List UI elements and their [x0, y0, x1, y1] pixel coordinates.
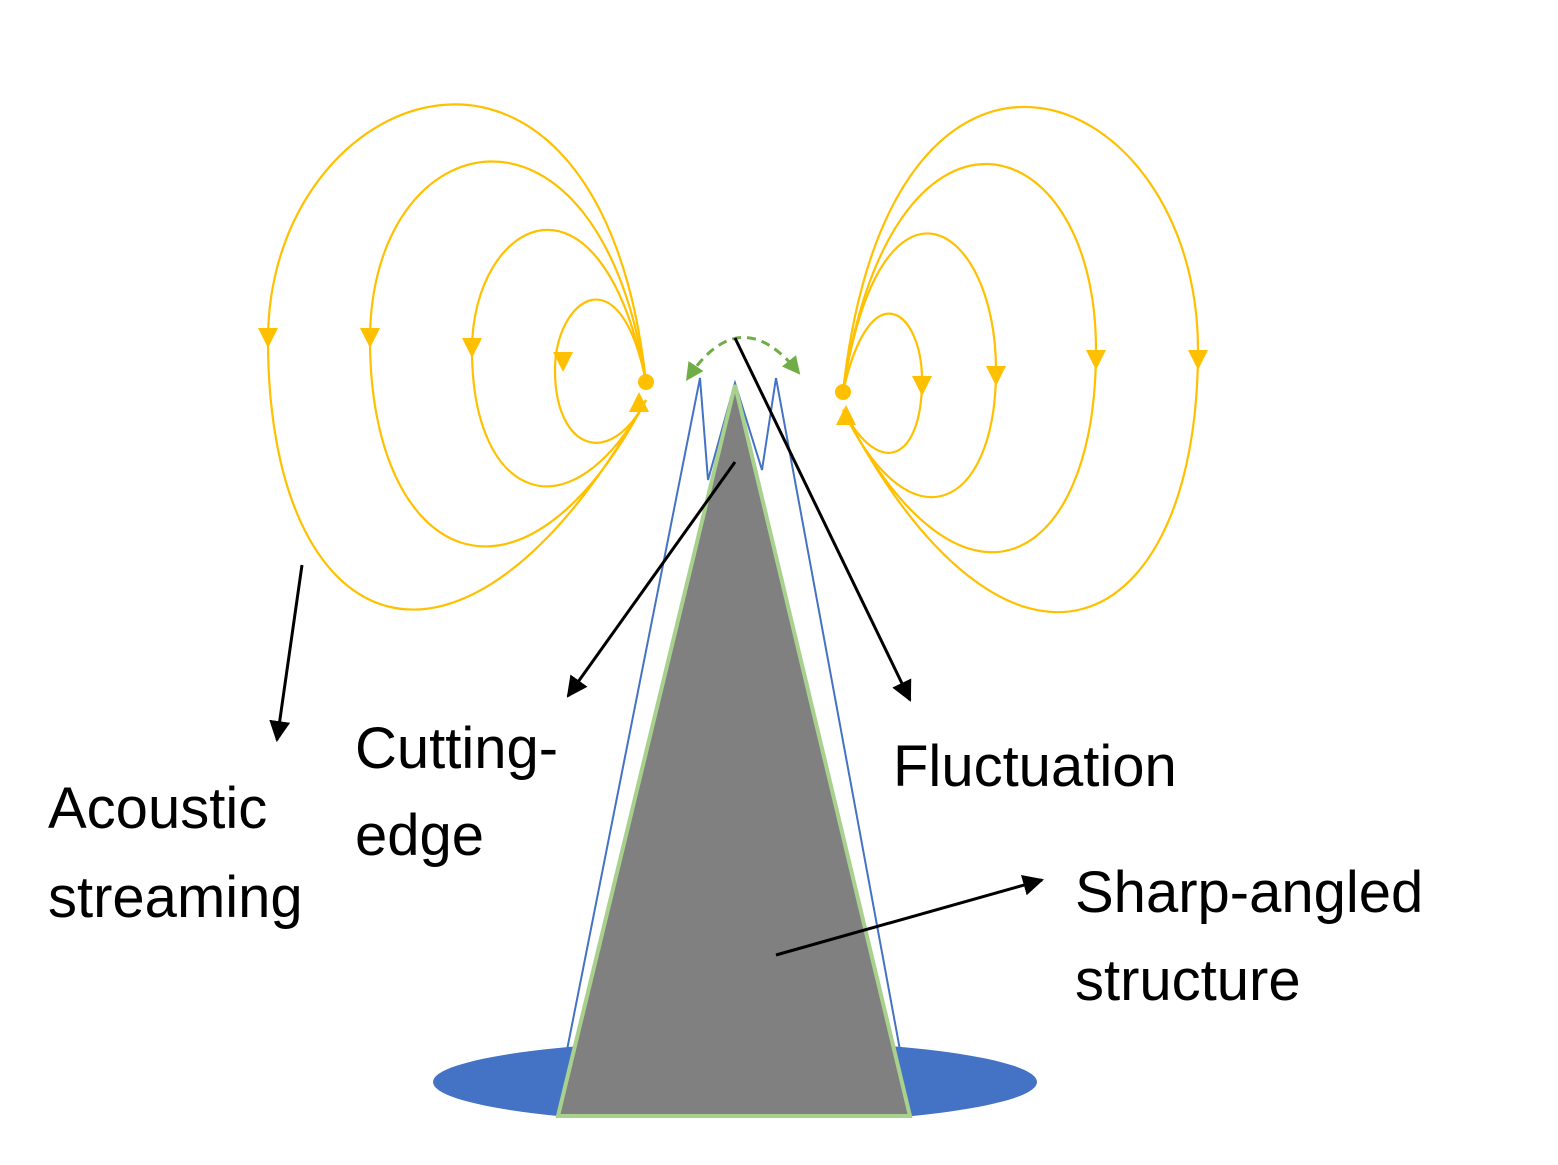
fluctuation-pointer-arrow [733, 337, 912, 702]
right-streaming-loops [835, 106, 1208, 614]
sharp-angled-label-line1: Sharp-angled [1075, 860, 1423, 925]
acoustic-pointer-arrow [269, 564, 304, 743]
acoustic-streaming-label-line1: Acoustic [48, 776, 267, 841]
sharp-angled-label-line2: structure [1075, 948, 1301, 1013]
fluctuation-label: Fluctuation [893, 734, 1177, 799]
cutting-edge-label-line1: Cutting- [355, 716, 558, 781]
acoustic-streaming-label-line2: streaming [48, 865, 303, 930]
cutting-edge-pointer-arrow [566, 461, 737, 698]
sharp-angled-structure [555, 384, 913, 1118]
cutting-edge-label-line2: edge [355, 803, 484, 868]
fluctuation-arc [686, 335, 801, 381]
base-cutoff [420, 1116, 1060, 1165]
sharp-pointer-arrow [775, 875, 1045, 957]
left-streaming-loops [258, 103, 654, 611]
